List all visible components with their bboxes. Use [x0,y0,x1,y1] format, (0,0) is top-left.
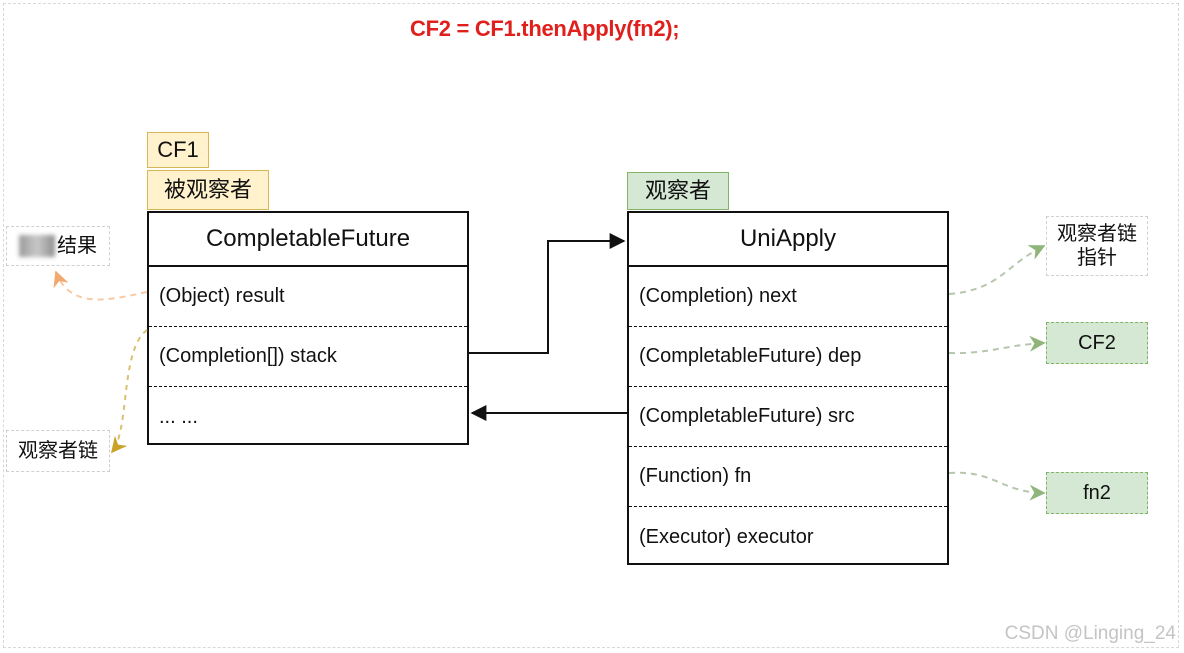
field-fn: (Function) fn [629,447,947,507]
field-next: (Completion) next [629,267,947,327]
result-annotation-label: 结果 [57,235,97,257]
observer-chain-pointer-line1: 观察者链 [1057,223,1137,245]
cf1-tag: CF1 [147,132,209,168]
diagram-title: CF2 = CF1.thenApply(fn2); [410,16,680,41]
field-ellipsis: ... ... [159,405,198,428]
blurred-text [19,235,55,257]
dep-to-cf2-arrow [948,335,1046,355]
observer-chain-pointer-line2: 指针 [1077,247,1117,269]
observer-chain-annotation: 观察者链 [6,430,110,472]
fn-to-fn2-arrow [948,471,1046,501]
field-stack: (Completion[]) stack [149,327,467,387]
field-dep: (CompletableFuture) dep [629,327,947,387]
completablefuture-class-name: CompletableFuture [149,213,467,267]
next-to-pointer-arrow [948,245,1046,295]
field-executor: (Executor) executor [639,525,814,548]
field-src: (CompletableFuture) src [629,387,947,447]
completablefuture-class-box: CompletableFuture (Object) result (Compl… [147,211,469,445]
stack-to-uniapply-arrow [469,233,626,354]
uniapply-class-name: UniApply [629,213,947,267]
result-annotation: 结果 [6,226,110,266]
field-result: (Object) result [149,267,467,327]
observer-chain-pointer-annotation: 观察者链 指针 [1046,216,1148,276]
observed-tag: 被观察者 [147,170,269,210]
observer-tag: 观察者 [627,172,729,210]
cf2-annotation: CF2 [1046,322,1148,364]
watermark: CSDN @Linging_24 [1004,623,1176,644]
uniapply-class-box: UniApply (Completion) next (CompletableF… [627,211,949,565]
stack-to-observer-chain-arrow [110,329,148,454]
result-to-label-arrow [53,270,148,301]
canvas-frame [3,3,1179,648]
fn2-annotation: fn2 [1046,472,1148,514]
